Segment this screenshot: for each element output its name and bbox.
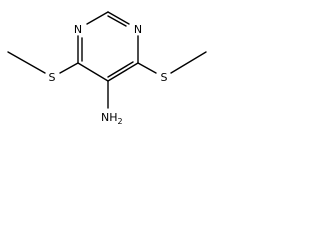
atom-s-left: S: [49, 71, 56, 84]
bond-s-left-methyl: [7, 51, 46, 74]
bond-c4-s-left: [59, 62, 79, 74]
atom-amine-label: NH2: [101, 111, 123, 126]
atom-amine-n: N: [101, 111, 109, 124]
atom-n-top-left: N: [74, 23, 82, 36]
bond-s-right-methyl: [170, 51, 207, 74]
bond-c2-n1: [107, 11, 130, 25]
chemical-structure: N N S S NH2: [7, 11, 207, 126]
bond-c2-n1-double: [107, 15, 127, 27]
bond-n3-c2: [86, 11, 109, 25]
atom-amine-h-count: 2: [118, 117, 123, 126]
bond-c6-c5-double: [107, 61, 134, 78]
atom-amine-h: H: [109, 111, 117, 124]
atom-n-top-right: N: [134, 23, 142, 36]
bond-c6-s-right: [137, 62, 157, 74]
bond-c5-c4: [77, 62, 109, 82]
atom-s-right: S: [161, 71, 168, 84]
bond-c6-c5: [107, 62, 139, 82]
